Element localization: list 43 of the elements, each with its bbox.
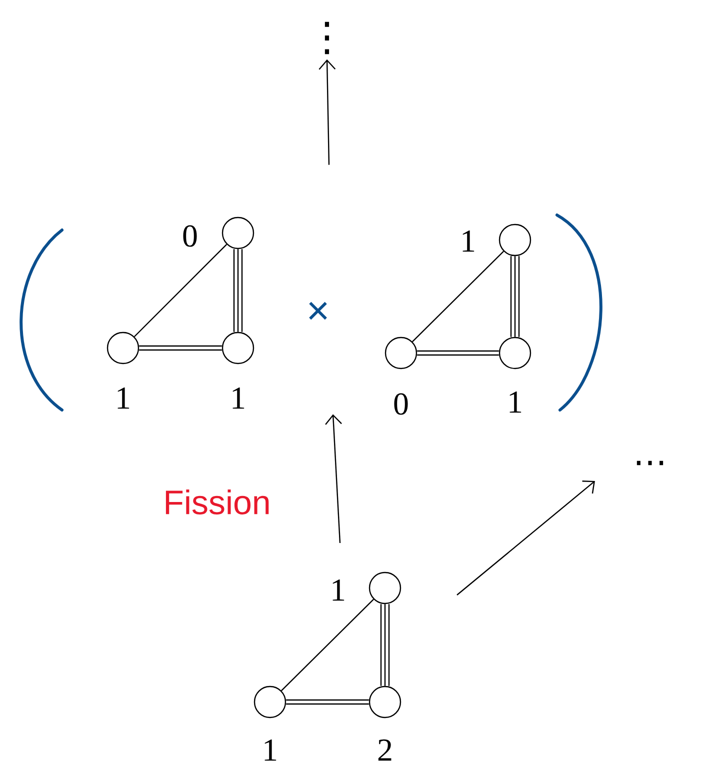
vertex-number: 0 bbox=[394, 393, 408, 415]
vertex-circle bbox=[384, 336, 418, 370]
graph-edge bbox=[286, 699, 369, 701]
graph-edge bbox=[286, 703, 369, 705]
graph-edge bbox=[139, 345, 222, 347]
vertex-number: 0 bbox=[183, 225, 197, 247]
graph-edge bbox=[510, 256, 512, 337]
times-sign: × bbox=[309, 302, 327, 320]
vertex-number: 1 bbox=[118, 387, 130, 409]
graph-edge bbox=[241, 249, 243, 332]
vertex-number: 2 bbox=[378, 739, 392, 761]
graph-edge bbox=[417, 354, 499, 356]
graph-edge bbox=[412, 250, 504, 342]
vertex-circle bbox=[106, 332, 140, 364]
graph-edge bbox=[233, 249, 235, 332]
graph-edge bbox=[514, 256, 516, 337]
vertex-circle bbox=[368, 572, 402, 604]
vertex-circle bbox=[254, 686, 286, 718]
vertex-circle bbox=[368, 686, 402, 718]
vertex-circle bbox=[498, 224, 532, 256]
vertex-number: 1 bbox=[462, 230, 474, 252]
annotation: Fission bbox=[166, 490, 269, 514]
ellipsis: … bbox=[636, 460, 664, 466]
vertex-circle bbox=[222, 216, 254, 250]
vertex-number: 1 bbox=[232, 387, 244, 409]
graph-edge bbox=[384, 604, 386, 686]
vertex-circle bbox=[222, 332, 254, 364]
vertex-number: 1 bbox=[510, 391, 522, 413]
graph-edge bbox=[380, 604, 382, 686]
vertex-number: 1 bbox=[264, 739, 276, 761]
graph-edge bbox=[134, 244, 228, 338]
graph-edge bbox=[417, 350, 499, 352]
graph-edge bbox=[281, 598, 374, 692]
vertex-circle bbox=[498, 336, 532, 370]
graph-edge bbox=[237, 249, 239, 332]
arrow bbox=[318, 59, 336, 165]
graph-edge bbox=[518, 256, 520, 337]
arrow bbox=[325, 414, 342, 544]
vertex-number: 1 bbox=[332, 579, 344, 601]
ellipsis: ⋮ bbox=[324, 22, 330, 54]
graph-edge bbox=[388, 604, 390, 686]
graph-edge bbox=[139, 349, 222, 351]
arrow bbox=[456, 480, 595, 596]
